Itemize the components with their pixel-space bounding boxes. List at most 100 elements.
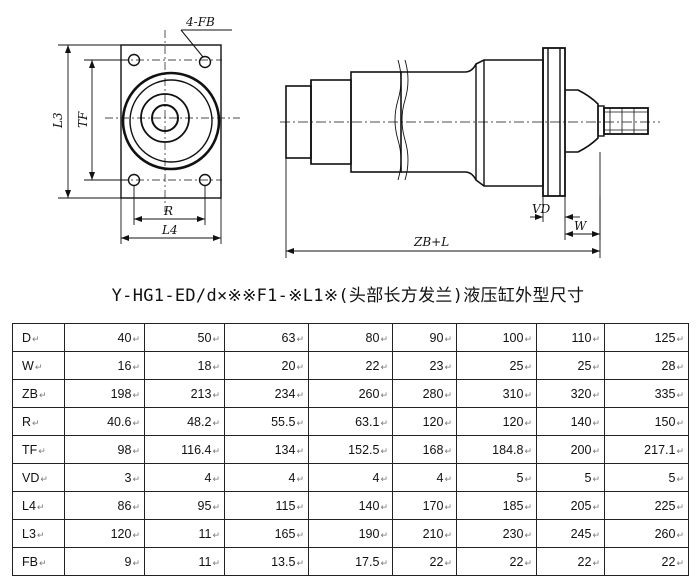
return-mark-icon: ↵ <box>132 361 140 372</box>
return-mark-icon: ↵ <box>212 333 220 344</box>
cell-value: 11 <box>198 554 212 569</box>
cell-value: 168 <box>422 442 444 457</box>
bolt-hole-top-right <box>198 55 212 69</box>
return-mark-icon: ↵ <box>444 445 452 456</box>
cell-value: 210 <box>422 526 444 541</box>
cell-value: 230 <box>502 526 524 541</box>
table-row: R↵40.6↵48.2↵55.5↵63.1↵120↵120↵140↵150↵ <box>12 407 689 436</box>
return-mark-icon: ↵ <box>676 501 684 512</box>
return-mark-icon: ↵ <box>444 361 452 372</box>
table-cell: 40↵ <box>64 323 145 352</box>
row-label: L3↵ <box>12 519 65 548</box>
return-mark-icon: ↵ <box>676 361 684 372</box>
table-cell: 234↵ <box>224 379 309 408</box>
cell-value: 190 <box>358 526 380 541</box>
return-mark-icon: ↵ <box>380 445 388 456</box>
table-cell: 16↵ <box>64 351 145 380</box>
table-cell: 25↵ <box>456 351 537 380</box>
return-mark-icon: ↵ <box>40 473 48 484</box>
table-cell: 18↵ <box>144 351 225 380</box>
table-cell: 22↵ <box>392 547 457 576</box>
cell-value: 152.5 <box>348 442 380 457</box>
return-mark-icon: ↵ <box>132 333 140 344</box>
table-cell: 17.5↵ <box>308 547 393 576</box>
table-cell: 120↵ <box>392 407 457 436</box>
table-cell: 98↵ <box>64 435 145 464</box>
table-row: L4↵86↵95↵115↵140↵170↵185↵205↵225↵ <box>12 491 689 520</box>
table-cell: 40.6↵ <box>64 407 145 436</box>
cell-value: 18 <box>197 358 212 373</box>
drawing-title: Y-HG1-ED/d×※※F1-※L1※(头部长方发兰)液压缸外型尺寸 <box>111 286 585 306</box>
technical-drawing: 4-FB L3 TF R L4 VD W ZB+L <box>0 0 696 268</box>
cell-value: 4 <box>436 470 444 485</box>
table-row: VD↵3↵4↵4↵4↵4↵5↵5↵5↵ <box>12 463 689 492</box>
return-mark-icon: ↵ <box>676 417 684 428</box>
cell-value: 98 <box>117 442 132 457</box>
cell-value: 4 <box>204 470 212 485</box>
table-cell: 4↵ <box>392 463 457 492</box>
return-mark-icon: ↵ <box>592 529 600 540</box>
cell-value: 260 <box>654 526 676 541</box>
return-mark-icon: ↵ <box>592 361 600 372</box>
row-label-text: FB <box>22 554 38 569</box>
return-mark-icon: ↵ <box>380 333 388 344</box>
return-mark-icon: ↵ <box>296 501 304 512</box>
dimension-table-body: D↵40↵50↵63↵80↵90↵100↵110↵125↵W↵16↵18↵20↵… <box>12 323 689 576</box>
dimension-table: D↵40↵50↵63↵80↵90↵100↵110↵125↵W↵16↵18↵20↵… <box>12 323 689 576</box>
label-w: W <box>574 219 588 233</box>
cell-value: 217.1 <box>644 442 676 457</box>
table-cell: 55.5↵ <box>224 407 309 436</box>
return-mark-icon: ↵ <box>524 557 532 568</box>
return-mark-icon: ↵ <box>380 361 388 372</box>
row-label: ZB↵ <box>12 379 65 408</box>
cell-value: 170 <box>422 498 444 513</box>
cell-value: 86 <box>117 498 132 513</box>
table-cell: 184.8↵ <box>456 435 537 464</box>
table-cell: 4↵ <box>224 463 309 492</box>
table-cell: 22↵ <box>604 547 689 576</box>
table-cell: 110↵ <box>536 323 605 352</box>
return-mark-icon: ↵ <box>524 501 532 512</box>
return-mark-icon: ↵ <box>592 557 600 568</box>
cell-value: 5 <box>516 470 524 485</box>
cell-value: 205 <box>570 498 592 513</box>
table-cell: 23↵ <box>392 351 457 380</box>
row-label: R↵ <box>12 407 65 436</box>
return-mark-icon: ↵ <box>212 389 220 400</box>
table-cell: 5↵ <box>604 463 689 492</box>
cell-value: 90 <box>429 330 444 345</box>
table-cell: 120↵ <box>64 519 145 548</box>
return-mark-icon: ↵ <box>296 529 304 540</box>
head-body <box>401 59 544 187</box>
table-cell: 20↵ <box>224 351 309 380</box>
return-mark-icon: ↵ <box>132 557 140 568</box>
return-mark-icon: ↵ <box>380 473 388 484</box>
row-label: D↵ <box>12 323 65 352</box>
row-label-text: ZB <box>22 386 38 401</box>
bolt-hole-bottom-right <box>198 173 212 187</box>
return-mark-icon: ↵ <box>296 473 304 484</box>
return-mark-icon: ↵ <box>380 389 388 400</box>
return-mark-icon: ↵ <box>524 417 532 428</box>
cell-value: 63 <box>281 330 296 345</box>
cell-value: 25 <box>509 358 524 373</box>
cell-value: 22 <box>509 554 524 569</box>
cell-value: 335 <box>654 386 676 401</box>
return-mark-icon: ↵ <box>32 333 40 344</box>
return-mark-icon: ↵ <box>676 389 684 400</box>
cell-value: 140 <box>570 414 592 429</box>
label-r: R <box>163 204 173 218</box>
table-cell: 210↵ <box>392 519 457 548</box>
table-cell: 100↵ <box>456 323 537 352</box>
cell-value: 22 <box>365 358 380 373</box>
table-row: W↵16↵18↵20↵22↵23↵25↵25↵28↵ <box>12 351 689 380</box>
table-cell: 3↵ <box>64 463 145 492</box>
cell-value: 213 <box>190 386 212 401</box>
return-mark-icon: ↵ <box>380 417 388 428</box>
return-mark-icon: ↵ <box>524 473 532 484</box>
return-mark-icon: ↵ <box>296 361 304 372</box>
table-cell: 5↵ <box>536 463 605 492</box>
cell-value: 4 <box>288 470 296 485</box>
return-mark-icon: ↵ <box>296 417 304 428</box>
cell-value: 11 <box>198 526 212 541</box>
